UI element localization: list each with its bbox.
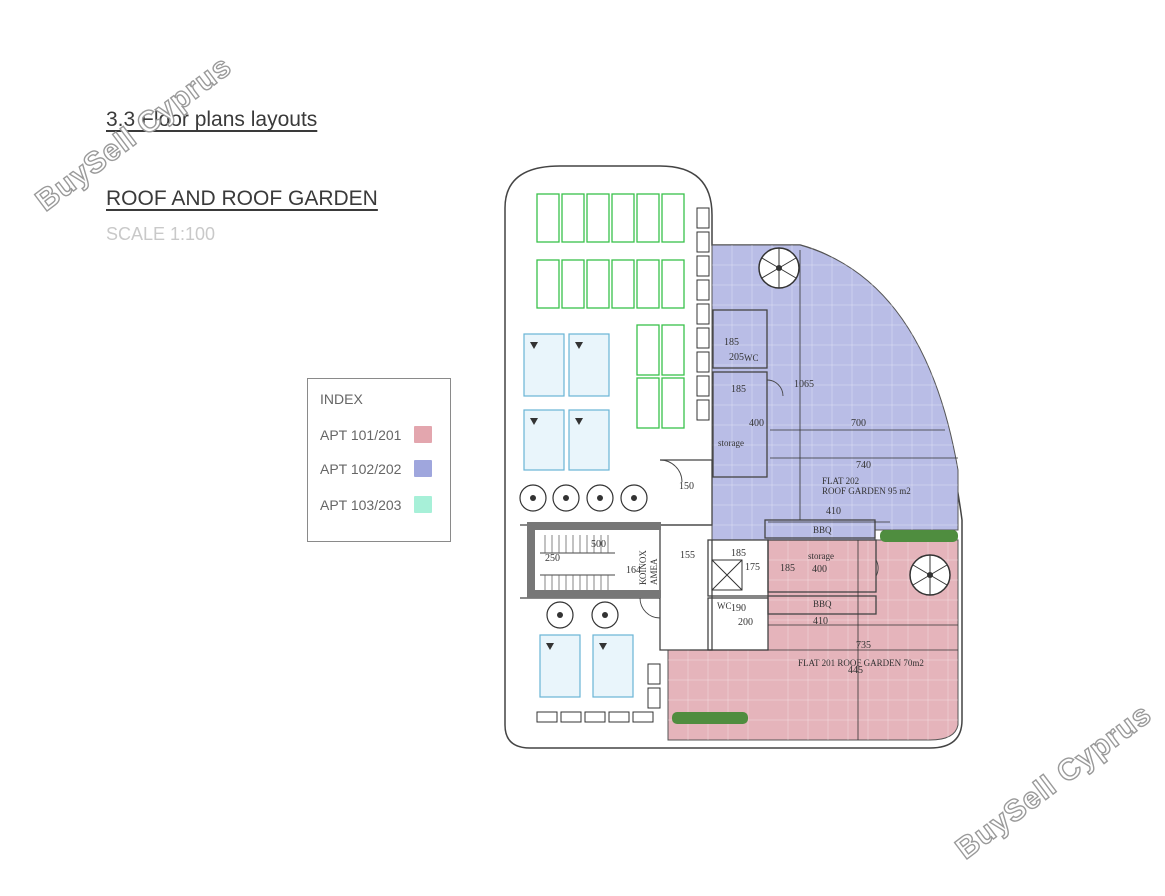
dim-175: 175 [745, 562, 760, 573]
index-item-label: APT 102/202 [320, 461, 402, 477]
wc-label-2: WC [717, 601, 732, 611]
stair-core [527, 522, 661, 598]
index-item-label: APT 103/203 [320, 497, 402, 513]
dim-400a: 400 [749, 418, 764, 429]
storage-label-2: storage [808, 551, 834, 561]
dim-740: 740 [856, 460, 871, 471]
dim-185b: 185 [731, 384, 746, 395]
dim-445: 445 [848, 665, 863, 676]
dim-205: 205 [729, 352, 744, 363]
index-item-apt-102-202: APT 102/202 [320, 461, 401, 477]
wc-label: WC [744, 353, 759, 363]
index-legend: INDEX APT 101/201 APT 102/202 APT 103/20… [307, 378, 451, 542]
doors [639, 379, 879, 619]
index-item-apt-103-203: APT 103/203 [320, 497, 401, 513]
dimension-labels: 185 205 185 1065 400 700 740 150 410 500… [545, 337, 871, 676]
interior-walls [520, 309, 877, 651]
dim-185c: 185 [731, 548, 746, 559]
dim-735: 735 [856, 640, 871, 651]
water-heater-markers [530, 342, 607, 650]
water-tank-centers [530, 495, 637, 618]
spiral-stair-202 [758, 247, 800, 289]
dim-410b: 410 [813, 616, 828, 627]
planters [672, 530, 958, 724]
flat-202-roof-garden-area [711, 244, 959, 541]
flat-202-label: FLAT 202 [822, 476, 859, 486]
solar-panels [536, 193, 685, 429]
dim-150: 150 [679, 481, 694, 492]
dim-410a: 410 [826, 506, 841, 517]
plan-title: ROOF AND ROOF GARDEN [106, 187, 378, 210]
dimension-lines [690, 250, 958, 740]
section-title: 3.3 Floor plans layouts [106, 108, 318, 131]
scale-label: SCALE 1:100 [106, 224, 216, 244]
dim-190: 190 [731, 603, 746, 614]
ac-unit-row [536, 663, 661, 723]
swatch-apt-102-202 [414, 460, 432, 477]
dim-164: 164 [626, 565, 641, 576]
ac-unit-column [696, 207, 710, 421]
paving-grid [668, 245, 958, 740]
flat-202-garden-label: ROOF GARDEN 95 m2 [822, 486, 911, 496]
storage-label: storage [718, 438, 744, 448]
index-item-apt-101-201: APT 101/201 [320, 427, 401, 443]
amea-label: ΑΜΕΑ [649, 558, 659, 585]
swatch-apt-103-203 [414, 496, 432, 513]
dim-500: 500 [591, 539, 606, 550]
flat-201-roof-garden-area [667, 539, 959, 741]
dim-1065: 1065 [794, 379, 814, 390]
water-heaters [523, 333, 634, 698]
spiral-stair-201 [909, 554, 951, 596]
swatch-apt-101-201 [414, 426, 432, 443]
koinoxr-label: ΚΟΙΝΟΧ [638, 550, 648, 585]
dim-185a: 185 [724, 337, 739, 348]
bbq-label: BBQ [813, 525, 832, 535]
dim-700: 700 [851, 418, 866, 429]
dim-155: 155 [680, 550, 695, 561]
dim-400b: 400 [812, 564, 827, 575]
dim-250: 250 [545, 553, 560, 564]
dim-200: 200 [738, 617, 753, 628]
plan-labels: FLAT 202 ROOF GARDEN 95 m2 FLAT 201 ROOF… [638, 353, 924, 668]
index-title: INDEX [320, 391, 363, 407]
index-item-label: APT 101/201 [320, 427, 402, 443]
flat-201-garden-label: FLAT 201 ROOF GARDEN 70m2 [798, 658, 924, 668]
bbq-label-2: BBQ [813, 599, 832, 609]
elevator-shaft [711, 559, 743, 591]
dim-185d: 185 [780, 563, 795, 574]
